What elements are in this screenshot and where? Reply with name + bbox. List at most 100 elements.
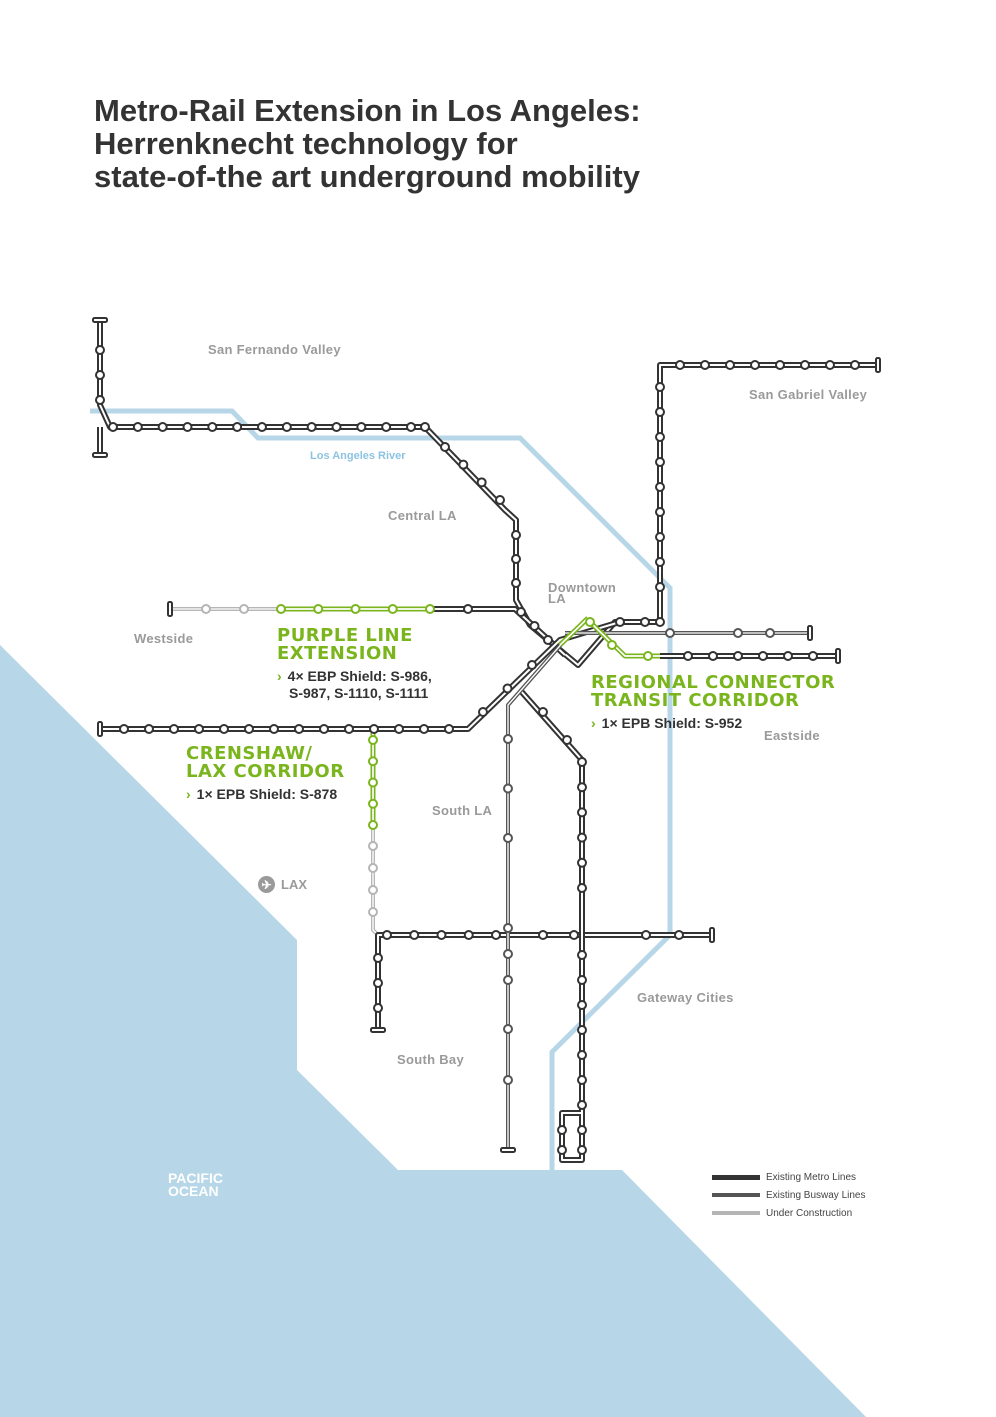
green-line xyxy=(375,932,712,1030)
station-marker xyxy=(108,422,118,432)
station-marker xyxy=(516,607,526,617)
station-marker xyxy=(368,798,378,809)
title-line-2: Herrenknecht technology for xyxy=(94,126,518,161)
station-marker xyxy=(557,1145,567,1155)
los-angeles-river xyxy=(90,408,673,1170)
silver-busway xyxy=(507,639,566,1150)
station-marker xyxy=(783,651,793,661)
station-marker xyxy=(144,724,154,734)
station-marker xyxy=(655,382,665,392)
station-marker xyxy=(733,628,743,638)
station-marker xyxy=(503,949,513,959)
station-marker xyxy=(577,832,587,843)
station-marker xyxy=(569,930,579,940)
station-marker xyxy=(419,724,429,734)
station-marker xyxy=(511,530,521,540)
station-marker xyxy=(577,883,587,893)
station-marker xyxy=(425,604,435,614)
station-marker xyxy=(725,360,735,370)
station-marker xyxy=(825,360,835,370)
crenshaw-callout-detail: ›1× EPB Shield: S-878 xyxy=(186,786,337,803)
station-marker xyxy=(665,628,675,638)
station-marker xyxy=(529,621,540,631)
station-marker xyxy=(194,724,204,734)
station-marker xyxy=(463,604,473,614)
terminus-marker xyxy=(875,357,881,373)
station-marker xyxy=(577,1025,587,1035)
terminus-marker xyxy=(370,1027,386,1033)
station-marker xyxy=(527,660,537,670)
station-marker xyxy=(577,975,587,985)
pacific-ocean-label: PACIFIC OCEAN xyxy=(168,1171,223,1198)
gold-line-north xyxy=(659,364,878,622)
station-marker xyxy=(269,724,279,734)
station-marker xyxy=(319,724,329,734)
station-marker xyxy=(394,724,404,734)
station-marker xyxy=(655,457,665,467)
station-marker xyxy=(368,907,378,917)
station-marker xyxy=(562,735,572,745)
gold-line-north xyxy=(657,362,878,622)
silver-busway xyxy=(506,638,567,1150)
station-marker xyxy=(440,442,450,452)
station-marker xyxy=(95,370,105,380)
station-marker xyxy=(655,482,665,492)
station-marker xyxy=(577,1000,587,1010)
page-title: Metro-Rail Extension in Los Angeles: Her… xyxy=(94,94,641,193)
airplane-icon: ✈ xyxy=(258,876,275,893)
station-marker xyxy=(95,395,105,405)
station-marker xyxy=(207,422,218,432)
station-marker xyxy=(615,617,625,627)
station-marker xyxy=(169,724,179,734)
green-line xyxy=(377,934,712,1030)
station-marker xyxy=(808,651,818,661)
station-marker xyxy=(655,532,665,542)
purple-line-callout-title: PURPLE LINE EXTENSION xyxy=(277,627,413,663)
station-marker xyxy=(577,1050,587,1060)
station-marker xyxy=(95,345,105,355)
station-marker xyxy=(436,930,447,940)
station-marker xyxy=(368,863,378,873)
station-marker xyxy=(708,651,718,661)
station-marker xyxy=(476,477,487,488)
legend-item-metro: Existing Metro Lines xyxy=(712,1168,866,1186)
callout-detail-line: 4× EBP Shield: S-986, xyxy=(287,668,432,684)
station-marker xyxy=(478,707,488,717)
regional-connector-callout-title: REGIONAL CONNECTOR TRANSIT CORRIDOR xyxy=(591,674,835,710)
callout-detail-line: 1× EPB Shield: S-878 xyxy=(196,786,338,802)
callout-title-line: TRANSIT CORRIDOR xyxy=(591,690,800,711)
lax-marker: ✈ LAX xyxy=(258,876,307,893)
station-marker xyxy=(577,1100,587,1110)
legend-item-busway: Existing Busway Lines xyxy=(712,1186,866,1204)
station-marker xyxy=(157,422,168,432)
station-marker xyxy=(313,604,324,614)
station-marker xyxy=(368,820,378,830)
station-marker xyxy=(244,724,254,734)
station-marker xyxy=(800,360,810,370)
station-marker xyxy=(281,422,292,432)
callout-title-line: LAX CORRIDOR xyxy=(186,761,345,782)
busway-swatch xyxy=(712,1193,760,1197)
chevron-right-icon: › xyxy=(277,668,282,684)
station-marker xyxy=(406,422,416,432)
region-eastside: Eastside xyxy=(764,728,820,743)
terminus-marker xyxy=(167,601,173,617)
map-legend: Existing Metro Lines Existing Busway Lin… xyxy=(712,1168,866,1222)
station-marker xyxy=(344,724,354,734)
station-marker xyxy=(577,857,587,868)
region-san-fernando-valley: San Fernando Valley xyxy=(208,342,341,357)
purple-line-existing xyxy=(430,606,568,658)
station-marker xyxy=(655,432,665,442)
callout-title-line: PURPLE LINE xyxy=(277,625,413,646)
station-marker xyxy=(577,757,587,767)
station-marker xyxy=(458,459,469,470)
station-marker xyxy=(511,578,521,588)
station-marker xyxy=(577,782,587,793)
station-marker xyxy=(368,841,378,851)
station-marker xyxy=(607,640,617,650)
purple-line-callout-detail: › 4× EBP Shield: S-986, S-987, S-1110, S-… xyxy=(277,668,432,702)
river-label: Los Angeles River xyxy=(310,450,406,462)
station-marker xyxy=(502,683,513,694)
callout-detail-line: S-987, S-1110, S-1111 xyxy=(289,685,429,701)
station-marker xyxy=(182,422,193,432)
